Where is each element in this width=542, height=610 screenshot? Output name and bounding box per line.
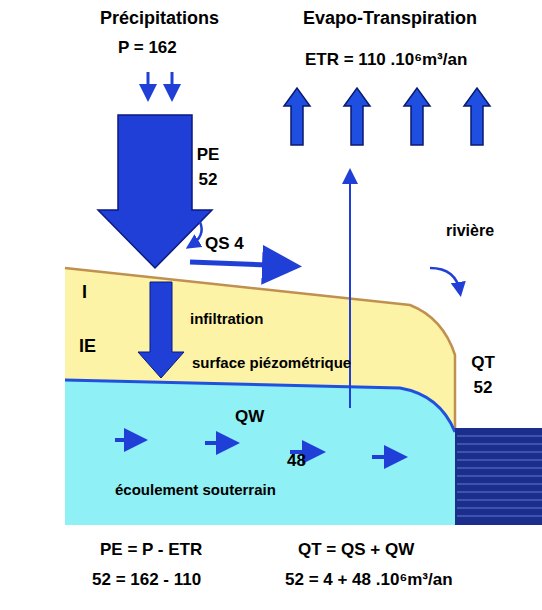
flow-label: QT 52 [466, 350, 500, 400]
runoff-curve-arrow [190, 222, 202, 246]
node-text: écoulement souterrain [115, 481, 276, 498]
river [455, 428, 542, 525]
river-curve-arrow [430, 268, 460, 292]
qs-arrow [190, 262, 292, 266]
flow-label: QS 4 [205, 234, 244, 254]
equation: PE = P - ETR [100, 540, 202, 560]
heading: Evapo-Transpiration [303, 8, 477, 29]
value-label: P = 162 [118, 38, 177, 58]
groundwater-evaporation-arrow [349, 172, 351, 408]
node-text: QW [235, 407, 264, 427]
aquifer: QW 48 écoulement souterrain [65, 375, 457, 525]
node-text: infiltration [190, 310, 263, 327]
equation: 52 = 4 + 48 .10⁶m³/an [285, 570, 453, 590]
value-label: ETR = 110 .10⁶m³/an [305, 50, 467, 70]
equation: QT = QS + QW [298, 540, 414, 560]
node-text: 48 [287, 451, 306, 471]
etr-arrows [284, 88, 490, 145]
rain-arrows [148, 72, 172, 96]
heading: Précipitations [100, 8, 219, 29]
node-text: IE [79, 336, 96, 357]
river-label: rivière [446, 222, 494, 240]
equation: 52 = 162 - 110 [92, 570, 201, 590]
node-text: surface piézométrique [192, 354, 351, 371]
flow-label: PE 52 [193, 142, 223, 192]
aquifer-shape [65, 375, 457, 525]
pe-arrow [98, 115, 212, 268]
node-text: I [82, 282, 87, 303]
